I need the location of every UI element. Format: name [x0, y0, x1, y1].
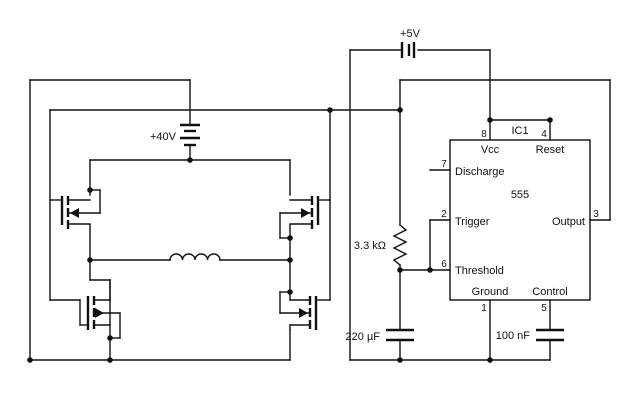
pin-ground-name: Ground: [472, 286, 509, 298]
pin-trigger-name: Trigger: [455, 216, 490, 228]
cap-control-label: 100 nF: [496, 330, 531, 342]
mosfet-bottom-left: [49, 279, 121, 339]
mosfet-top-left: [49, 189, 101, 229]
pin-threshold-name: Threshold: [455, 265, 504, 277]
pin-discharge-num: 7: [441, 159, 447, 170]
resistor-value-label: 3.3 kΩ: [354, 240, 386, 252]
pin-control-name: Control: [532, 286, 567, 298]
pin-vcc-num: 8: [481, 129, 487, 140]
cap-timing-label: 220 µF: [346, 331, 381, 343]
battery-5v: [349, 42, 491, 361]
capacitor-100nf: [536, 328, 564, 342]
pin-reset-name: Reset: [536, 144, 565, 156]
pin-threshold-num: 6: [441, 259, 447, 270]
pin-discharge-name: Discharge: [455, 166, 505, 178]
junction-dots: [27, 107, 553, 363]
supply-40v-label: +40V: [150, 131, 177, 143]
supply-5v-label: +5V: [400, 28, 421, 40]
ic-part-label: 555: [511, 189, 529, 201]
h-bridge-wiring: [29, 79, 401, 361]
pin-output-name: Output: [552, 216, 585, 228]
pin-control-num: 5: [541, 303, 547, 314]
mosfet-bottom-right: [279, 291, 331, 331]
battery-40v: [180, 123, 200, 147]
resistor-3-3k: [392, 224, 408, 266]
pin-trigger-num: 2: [441, 209, 447, 220]
ic-ref-label: IC1: [511, 125, 528, 137]
mosfet-top-right: [279, 196, 331, 239]
capacitor-220uf: [386, 328, 414, 342]
pin-reset-num: 4: [541, 129, 547, 140]
pin-output-num: 3: [593, 209, 599, 220]
ic-pin-wires: [349, 79, 611, 361]
pin-ground-num: 1: [481, 303, 487, 314]
pin-vcc-name: Vcc: [481, 144, 500, 156]
inductor-coil: [169, 253, 221, 261]
